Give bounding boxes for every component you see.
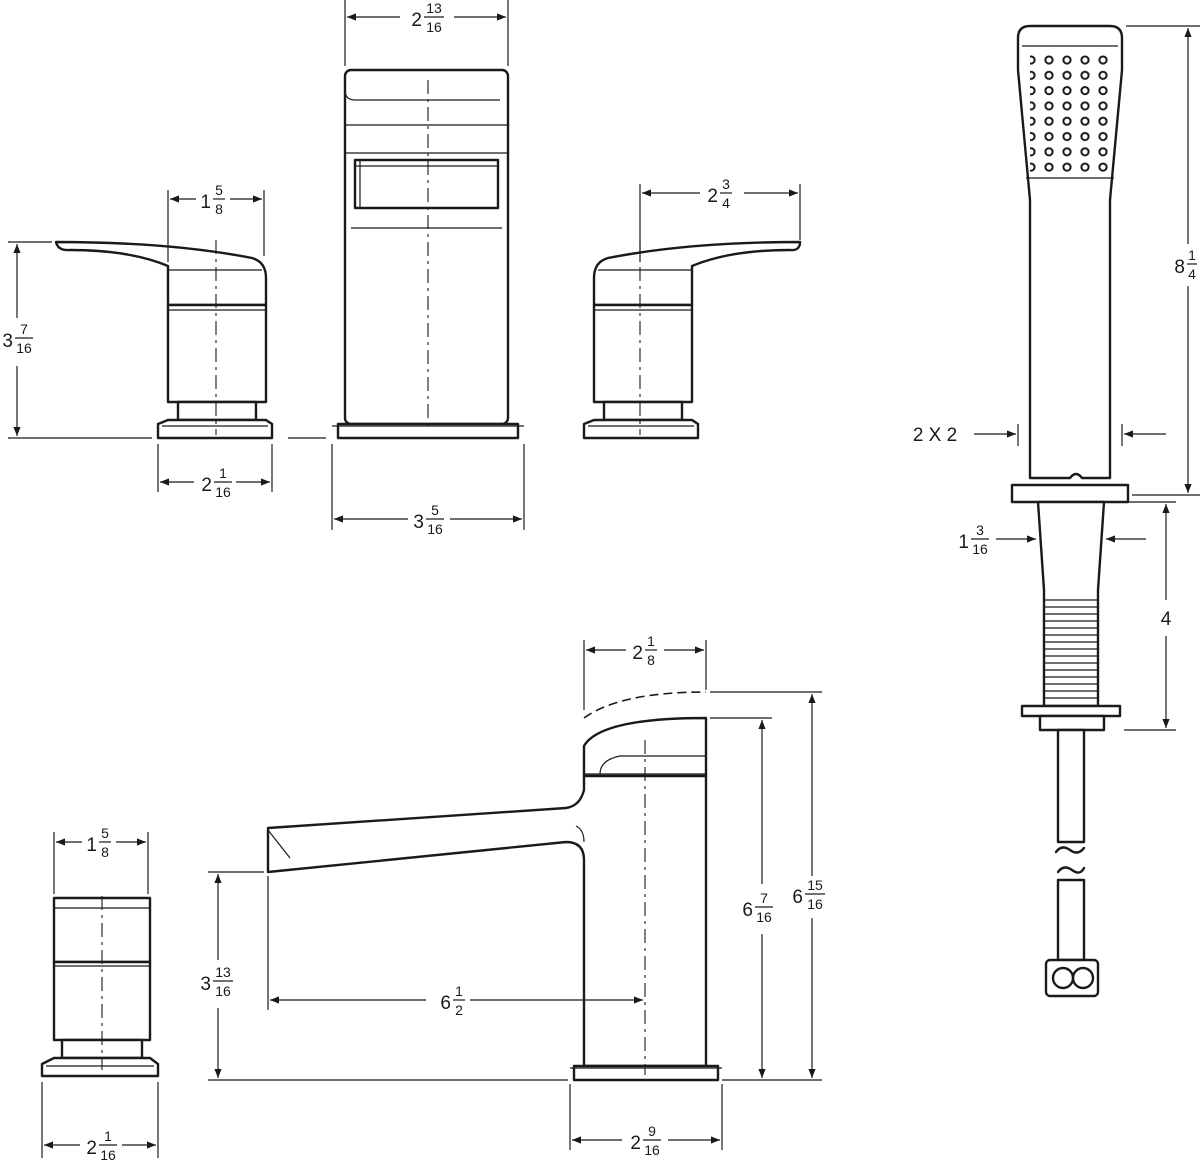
whole: 3	[413, 512, 424, 533]
dim-label-handle-height: 3 7 16	[2, 321, 33, 356]
dim-label-side-handle-base: 2 1 16	[86, 1128, 117, 1163]
whole: 2	[707, 186, 718, 207]
front-left-handle	[54, 240, 274, 440]
whole: 2	[632, 643, 643, 664]
dim-label-holder-diameter: 1 3 16	[958, 522, 989, 557]
dim-label-handshower-head: 2 X 2	[913, 425, 957, 446]
denominator: 16	[426, 19, 442, 35]
whole: 6	[792, 887, 803, 908]
whole: 6	[742, 900, 753, 921]
denominator: 16	[100, 1147, 116, 1163]
numerator: 3	[722, 176, 730, 192]
hand-shower	[1010, 24, 1130, 998]
dim-label-spout-total-height: 6 15 16	[792, 877, 825, 912]
denominator: 4	[722, 195, 730, 211]
whole: 1	[958, 532, 969, 553]
dim-label-handshower-length: 8 1 4	[1174, 247, 1197, 282]
denominator: 8	[647, 652, 655, 668]
whole: 3	[200, 974, 211, 995]
numerator: 13	[426, 0, 442, 16]
dimension-lines	[8, 0, 1200, 1158]
numerator: 1	[455, 983, 463, 999]
dim-label-spout-width: 2 13 16	[411, 0, 444, 35]
dim-label-side-lever-width: 2 1 8	[632, 633, 657, 668]
denominator: 16	[644, 1142, 660, 1158]
dim-label-left-handle-width: 1 5 8	[200, 182, 225, 217]
holder-thread	[1044, 599, 1098, 699]
denominator: 16	[215, 983, 231, 999]
denominator: 16	[427, 521, 443, 537]
numerator: 5	[215, 182, 223, 198]
numerator: 13	[215, 964, 231, 980]
dim-label-right-handle-reach: 2 3 4	[707, 176, 732, 211]
dim-label-spout-reach: 6 1 2	[440, 983, 465, 1018]
denominator: 16	[215, 484, 231, 500]
numerator: 1	[219, 465, 227, 481]
denominator: 4	[1188, 266, 1196, 282]
numerator: 7	[20, 321, 28, 337]
numerator: 1	[1188, 247, 1196, 263]
denominator: 8	[215, 201, 223, 217]
numerator: 1	[104, 1128, 112, 1144]
side-handle	[40, 896, 160, 1078]
numerator: 5	[101, 825, 109, 841]
denominator: 16	[807, 896, 823, 912]
dim-label-side-spout-base: 2 9 16	[630, 1123, 661, 1158]
whole: 3	[2, 331, 13, 352]
denominator: 16	[16, 340, 32, 356]
dim-label-holder-depth: 4	[1161, 609, 1172, 630]
numerator: 7	[760, 890, 768, 906]
whole: 1	[86, 835, 97, 856]
denominator: 16	[756, 909, 772, 925]
front-spout	[332, 68, 524, 440]
denominator: 8	[101, 844, 109, 860]
whole: 2	[86, 1138, 97, 1159]
dim-label-spout-body-height: 6 7 16	[742, 890, 773, 925]
numerator: 3	[976, 522, 984, 538]
whole: 2	[411, 10, 422, 31]
numerator: 15	[807, 877, 823, 893]
numerator: 1	[647, 633, 655, 649]
whole: 1	[200, 192, 211, 213]
whole: 8	[1174, 257, 1185, 278]
numerator: 5	[431, 502, 439, 518]
denominator: 2	[455, 1002, 463, 1018]
denominator: 16	[972, 541, 988, 557]
numerator: 9	[648, 1123, 656, 1139]
whole: 2	[630, 1133, 641, 1154]
whole: 2	[201, 475, 212, 496]
front-right-handle	[582, 240, 802, 440]
side-spout	[266, 691, 722, 1082]
dim-label-left-handle-base: 2 1 16	[201, 465, 232, 500]
dim-label-spout-outlet-height: 3 13 16	[200, 964, 233, 999]
dim-label-side-handle-width: 1 5 8	[86, 825, 111, 860]
whole: 6	[440, 993, 451, 1014]
dim-label-spout-base: 3 5 16	[413, 502, 444, 537]
